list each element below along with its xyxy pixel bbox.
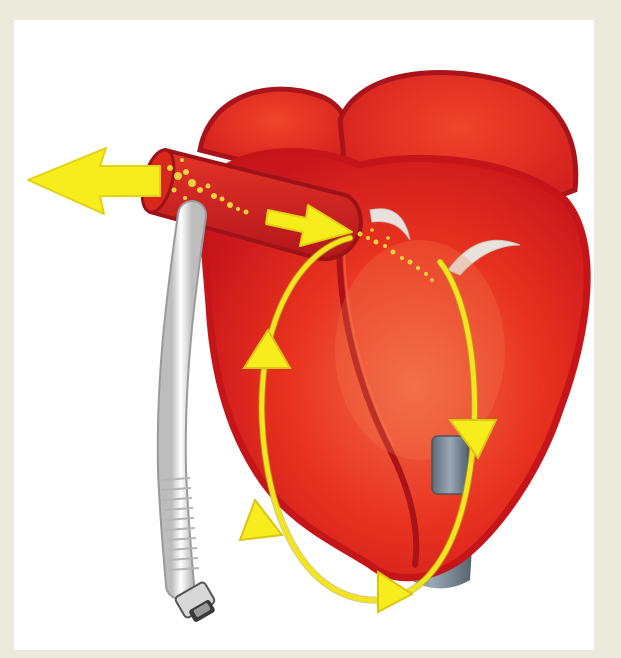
heart	[200, 73, 587, 578]
arrow-left-icon	[28, 148, 160, 214]
device-port	[432, 436, 468, 494]
